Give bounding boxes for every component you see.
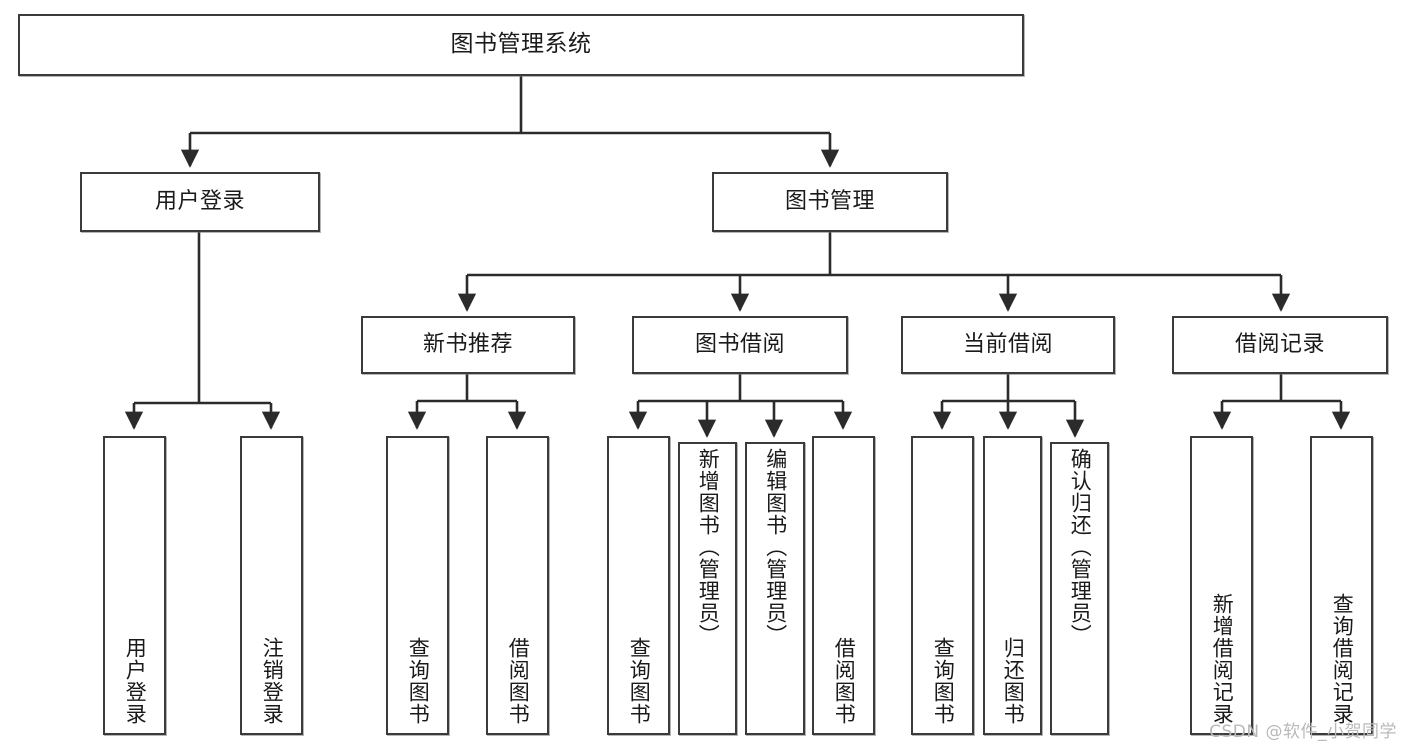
node-book-management[interactable]: 图书管理 xyxy=(712,172,948,232)
node-label: 查询借阅记录 xyxy=(1330,593,1355,725)
node-current-borrow[interactable]: 当前借阅 xyxy=(901,316,1115,374)
node-leaf-user-login[interactable]: 用户登录 xyxy=(103,436,166,735)
node-new-book-recommend[interactable]: 新书推荐 xyxy=(361,316,575,374)
node-label: 查询图书 xyxy=(627,637,652,725)
node-book-borrow[interactable]: 图书借阅 xyxy=(632,316,848,374)
node-root-book-management-system[interactable]: 图书管理系统 xyxy=(18,14,1024,76)
node-label: 用户登录 xyxy=(154,188,245,214)
node-leaf-add-borrow-record[interactable]: 新增借阅记录 xyxy=(1190,436,1253,735)
node-label: 新增借阅记录 xyxy=(1210,593,1235,725)
node-label: 图书借阅 xyxy=(694,331,785,357)
node-leaf-return-book[interactable]: 归还图书 xyxy=(983,436,1042,735)
node-label: 借阅图书 xyxy=(506,637,531,725)
node-label: 新书推荐 xyxy=(422,331,513,357)
node-label: 查询图书 xyxy=(406,637,431,725)
node-label: 用户登录 xyxy=(123,637,148,725)
node-leaf-query-book-borrow[interactable]: 查询图书 xyxy=(607,436,670,735)
node-leaf-borrow-book[interactable]: 借阅图书 xyxy=(812,436,875,735)
node-label: 借阅图书 xyxy=(832,637,857,725)
node-label: 当前借阅 xyxy=(962,331,1053,357)
node-user-login[interactable]: 用户登录 xyxy=(80,172,320,232)
node-label: 新增图书（管理员） xyxy=(696,448,721,646)
node-leaf-query-book-current[interactable]: 查询图书 xyxy=(911,436,974,735)
node-label: 查询图书 xyxy=(931,637,956,725)
node-label: 图书管理 xyxy=(784,188,875,214)
node-borrow-record[interactable]: 借阅记录 xyxy=(1172,316,1388,374)
node-label: 图书管理系统 xyxy=(450,31,592,58)
node-label: 确认归还（管理员） xyxy=(1068,448,1093,646)
watermark: CSDN @软件_小贺同学 xyxy=(1209,722,1397,742)
node-label: 编辑图书（管理员） xyxy=(763,448,788,646)
node-label: 注销登录 xyxy=(260,637,285,725)
node-leaf-logout[interactable]: 注销登录 xyxy=(240,436,303,735)
node-leaf-query-borrow-record[interactable]: 查询借阅记录 xyxy=(1310,436,1373,735)
node-leaf-borrow-book-recommend[interactable]: 借阅图书 xyxy=(486,436,549,735)
node-leaf-add-book[interactable]: 新增图书（管理员） xyxy=(678,442,737,735)
node-leaf-confirm-return[interactable]: 确认归还（管理员） xyxy=(1050,442,1109,735)
node-leaf-edit-book[interactable]: 编辑图书（管理员） xyxy=(745,442,805,735)
node-label: 归还图书 xyxy=(1001,637,1026,725)
node-label: 借阅记录 xyxy=(1234,331,1325,357)
node-leaf-query-book-recommend[interactable]: 查询图书 xyxy=(386,436,449,735)
